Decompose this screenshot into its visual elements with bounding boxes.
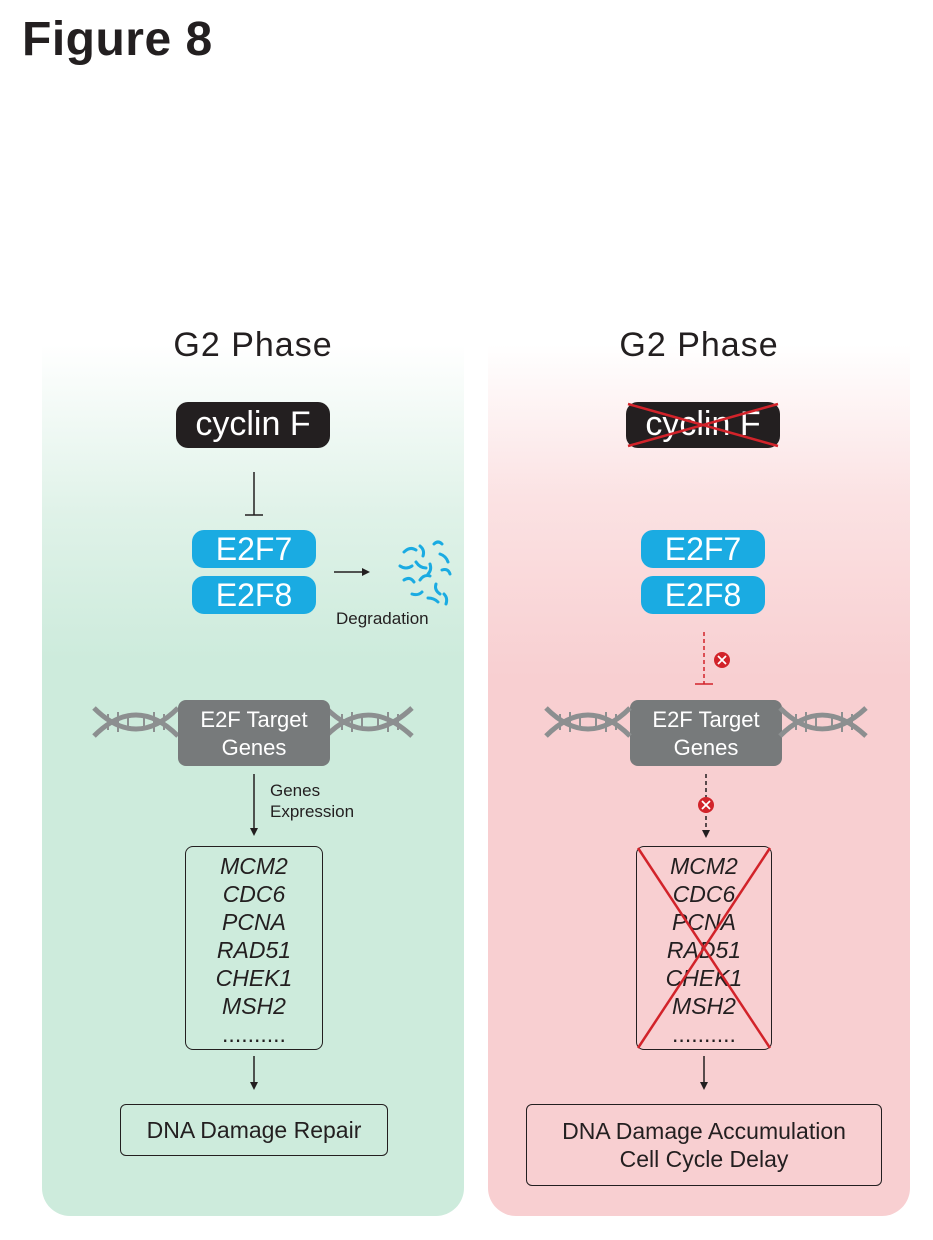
figure-title: Figure 8 — [22, 13, 213, 66]
gene-item: .......... — [222, 1021, 286, 1047]
degradation-fragments-icon — [398, 540, 452, 606]
degradation-label: Degradation — [336, 609, 429, 628]
left-outcome-box: DNA Damage Repair — [120, 1104, 388, 1156]
cyclin-f-cross-icon — [627, 402, 779, 448]
gene-item: PCNA — [672, 909, 736, 935]
left-phase-title: G2 Phase — [173, 326, 333, 364]
right-e2f8: E2F8 — [641, 576, 765, 614]
gene-item: .......... — [672, 1021, 736, 1047]
right-panel-graphics — [544, 402, 868, 1090]
right-phase-title: G2 Phase — [619, 326, 779, 364]
gene-item: MSH2 — [672, 993, 736, 1019]
right-e2f7: E2F7 — [641, 530, 765, 568]
left-e2f8: E2F8 — [192, 576, 316, 614]
left-panel-graphics — [92, 472, 452, 1090]
left-e2f7: E2F7 — [192, 530, 316, 568]
gene-item: CHEK1 — [215, 965, 293, 991]
gene-list-cross-icon — [636, 847, 772, 1049]
left-cyclin-f: cyclin F — [176, 402, 330, 448]
gene-item: PCNA — [222, 909, 286, 935]
gene-item: MSH2 — [222, 993, 286, 1019]
left-e2f-target-genes: E2F Target Genes — [178, 700, 330, 766]
gene-item: MCM2 — [220, 853, 288, 879]
left-gene-list: MCM2 CDC6 PCNA RAD51 CHEK1 MSH2 ........… — [185, 846, 323, 1050]
blocked-inhibition-x-icon — [714, 652, 730, 668]
gene-item: CDC6 — [672, 881, 736, 907]
gene-item: MCM2 — [670, 853, 738, 879]
left-dna-helix-icon — [92, 706, 414, 738]
genes-expression-label: Genes Expression — [270, 781, 355, 821]
blocked-expression-x-icon — [698, 797, 714, 813]
right-dna-helix-icon — [544, 706, 868, 738]
gene-item: RAD51 — [216, 937, 292, 963]
left-panel-normal: G2 Phase cyclin F E2F7 E2F8 Degradation — [42, 318, 464, 1216]
gene-item: CDC6 — [222, 881, 286, 907]
right-outcome-box: DNA Damage Accumulation Cell Cycle Delay — [526, 1104, 882, 1186]
right-gene-list: MCM2 CDC6 PCNA RAD51 CHEK1 MSH2 ........… — [636, 846, 772, 1050]
right-panel-deficient: G2 Phase cyclin F E2F7 E2F8 E2F Target G… — [488, 318, 910, 1216]
right-e2f-target-genes: E2F Target Genes — [630, 700, 782, 766]
